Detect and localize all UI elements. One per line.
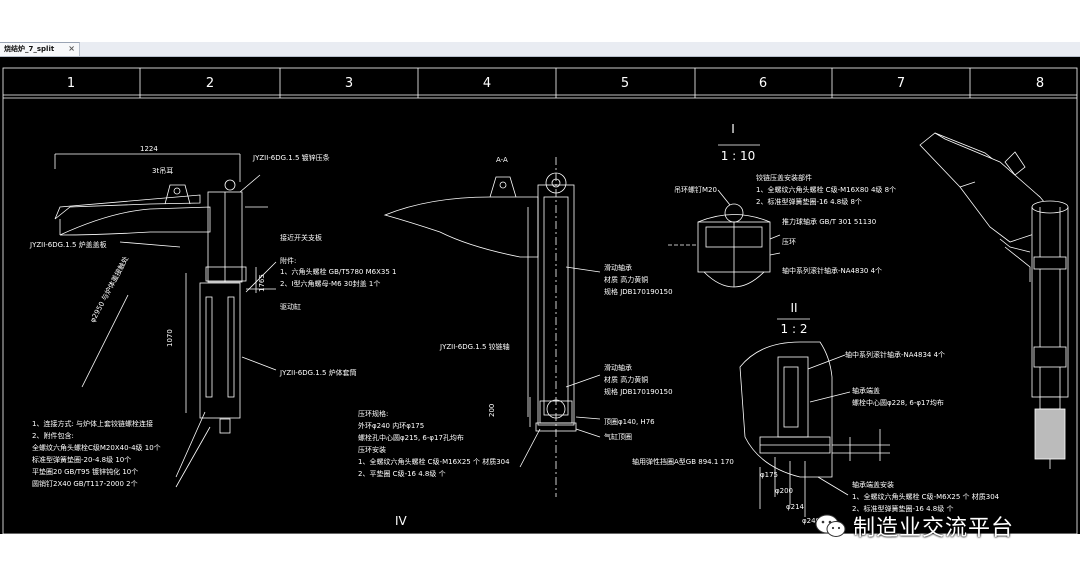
column-label-5: 5 <box>621 76 629 91</box>
detail-view-i <box>668 144 781 288</box>
dim-214: φ214 <box>786 503 805 511</box>
detail-ii-install-2: 2、标准型弹簧垫圈-16 4.8级 个 <box>852 504 953 513</box>
dim-1070: 1070 <box>166 329 174 347</box>
bearing1-title: 滑动轴承 <box>604 263 632 272</box>
press-4: 1、全螺纹六角头螺栓 C级-M16X25 个 材质304 <box>358 457 510 466</box>
bearing2-mat: 材质 高力黄铜 <box>604 375 648 384</box>
left-view-annotations: 1224 3t吊耳 JYZII-6DG.1.5 镀锌压条 JYZII-6DG.1… <box>29 145 408 528</box>
watermark: 制造业交流平台 <box>815 510 1014 542</box>
note-6: 圆销钉2X40 GB/T117-2000 2个 <box>32 479 138 488</box>
ring-label: 顶圈φ140, H76 <box>604 418 655 426</box>
detail-i-roman: I <box>731 122 735 136</box>
section-view-annotations: A-A JYZII-6DG.1.5 铰链轴 滑动轴承 材质 高力黄铜 规格 JD… <box>358 156 673 478</box>
note-3: 全螺纹六角头螺栓C级M20X40-4级 10个 <box>32 443 161 452</box>
detail-i-parts-1: 1、全螺纹六角头螺栓 C级-M16X80 4级 8个 <box>756 185 896 194</box>
watermark-text: 制造业交流平台 <box>853 516 1015 541</box>
column-label-4: 4 <box>483 76 491 91</box>
press-title: 压环规格: <box>358 409 388 418</box>
close-icon[interactable]: × <box>68 44 75 53</box>
detail-ii-cover-spec: 螺栓中心圆φ228, 6-φ17均布 <box>852 398 944 407</box>
cylinder-label: 气缸顶圈 <box>604 432 632 441</box>
note-2: 2、附件包含: <box>32 431 74 440</box>
column-label-1: 1 <box>67 76 75 91</box>
label-parts-2: 2、I型六角螺母-M6 30封盖 1个 <box>280 279 380 288</box>
column-label-6: 6 <box>759 76 767 91</box>
dim-175: φ175 <box>760 471 778 479</box>
press-1: 外环φ240 内环φ175 <box>358 421 424 430</box>
left-elevation-view <box>54 153 277 488</box>
wechat-icon <box>815 514 846 537</box>
cad-drawing-canvas[interactable]: 1 2 3 4 5 6 7 8 1 <box>0 57 1080 534</box>
detail-view-ii <box>739 318 890 517</box>
detail-i-parts-2: 2、标准型弹簧垫圈-16 4.8级 8个 <box>756 197 862 206</box>
dim-240: φ240 <box>802 517 820 525</box>
section-title: A-A <box>496 156 508 164</box>
note-4: 标准型弹簧垫圈-20-4.8级 10个 <box>32 455 131 464</box>
document-tab[interactable]: 烧结炉_7_split × <box>0 42 80 56</box>
detail-ii-annotations: II 1 : 2 轴中系列滚针轴承-NA4834 4个 轴承端盖 螺栓中心圆φ2… <box>632 301 1000 525</box>
document-tab-bar: 烧结炉_7_split × <box>0 42 1080 57</box>
page-bottom-area <box>0 534 1080 575</box>
detail-i-parts-title: 铰链压盖安装部件 <box>756 173 812 182</box>
bearing1-spec: 规格 JDB170190150 <box>604 287 673 296</box>
detail-ii-needle: 轴中系列滚针轴承-NA4834 4个 <box>845 350 945 359</box>
detail-i-needle: 轴中系列滚针轴承-NA4830 4个 <box>782 266 882 275</box>
label-cylinder: 驱动缸 <box>280 302 301 311</box>
document-tab-title: 烧结炉_7_split <box>4 45 55 53</box>
label-switch: 接近开关支板 <box>280 233 322 242</box>
label-parts-title: 附件: <box>280 256 296 265</box>
column-label-7: 7 <box>897 76 905 91</box>
drawing-border <box>2 67 1078 534</box>
section-view-a-a <box>383 157 601 497</box>
detail-i-ring: 压环 <box>782 238 796 246</box>
column-label-8: 8 <box>1036 76 1044 91</box>
label-cover: JYZII-6DG.1.5 炉盖盖板 <box>29 240 107 249</box>
label-hook: 3t吊耳 <box>152 167 173 175</box>
detail-ii-cover-title: 轴承端盖 <box>852 386 880 395</box>
bearing2-title: 滑动轴承 <box>604 363 632 372</box>
label-shaft: JYZII-6DG.1.5 铰链轴 <box>439 342 510 351</box>
note-1: 1、连接方式: 与炉体上套铰链螺栓连接 <box>32 419 153 428</box>
detail-i-hook: 吊环螺钉M20 <box>674 185 717 194</box>
bearing2-spec: 规格 JDB170190150 <box>604 387 673 396</box>
label-diag: φ2950 与炉体盖接触处 <box>88 255 131 324</box>
detail-ii-roman: II <box>790 301 797 315</box>
detail-ii-install-title: 轴承端盖安装 <box>852 480 894 489</box>
detail-i-annotations: I 1 : 10 吊环螺钉M20 铰链压盖安装部件 1、全螺纹六角头螺栓 C级-… <box>674 122 896 275</box>
dim-1765: 1765 <box>258 274 266 292</box>
detail-i-scale: 1 : 10 <box>721 149 756 163</box>
label-body: JYZII-6DG.1.5 炉体套筒 <box>279 368 357 377</box>
detail-ii-retainer: 轴用弹性挡圈A型GB 894.1 170 <box>632 457 734 466</box>
isometric-view <box>919 132 1069 469</box>
column-label-2: 2 <box>206 76 214 91</box>
dim-200b: φ200 <box>775 487 793 495</box>
column-label-3: 3 <box>345 76 353 91</box>
press-2: 螺栓孔中心圆φ215, 6-φ17孔均布 <box>358 433 464 442</box>
press-5: 2、平垫圈 C级-16 4.8级 个 <box>358 469 446 478</box>
bearing1-mat: 材质 高力黄铜 <box>604 275 648 284</box>
note-5: 平垫圈20 GB/T95 镀锌钝化 10个 <box>32 467 138 476</box>
view-label-iv: IV <box>395 514 408 528</box>
label-parts-1: 1、六角头螺栓 GB/T5780 M6X35 1 <box>280 267 396 276</box>
detail-ii-install-1: 1、全螺纹六角头螺栓 C级-M6X25 个 材质304 <box>852 492 1000 501</box>
label-top-rail: JYZII-6DG.1.5 镀锌压条 <box>252 153 330 162</box>
dim-width: 1224 <box>140 145 158 153</box>
detail-ii-scale: 1 : 2 <box>781 322 808 336</box>
press-3: 压环安装 <box>358 445 386 454</box>
dim-200: 200 <box>488 404 496 417</box>
detail-i-thrust: 推力球轴承 GB/T 301 51130 <box>782 217 876 226</box>
